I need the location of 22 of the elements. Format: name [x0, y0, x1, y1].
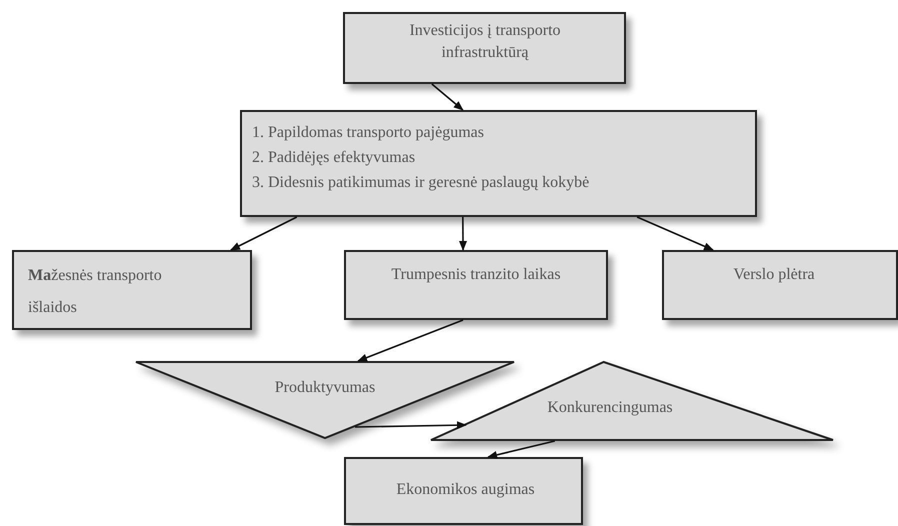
box-text: Verslo plėtra: [732, 265, 816, 285]
box-text: Ekonomikos augimas: [395, 480, 536, 500]
box-text: Produktyvumas: [274, 378, 376, 398]
arrow: [355, 421, 467, 430]
process-box: [240, 110, 757, 217]
box-text: 2. Padidėjęs efektyvumas: [252, 148, 416, 168]
arrow: [636, 216, 714, 251]
box-text: Konkurencingumas: [546, 398, 674, 418]
box-text: Mažesnės transporto išlaidos: [28, 266, 163, 318]
arrow: [230, 216, 298, 251]
arrow: [459, 217, 467, 251]
box-text: Investicijos į transporto infrastruktūrą: [408, 21, 562, 63]
box-text: 3. Didesnis patikimumas ir geresnė paslaugų kokybė: [252, 173, 590, 193]
process-box: [662, 250, 898, 320]
arrow: [357, 319, 464, 362]
box-text: Trumpesnis tranzito laikas: [390, 265, 562, 285]
process-box: [344, 457, 583, 525]
process-box: [344, 250, 608, 320]
process-box: [12, 250, 252, 330]
box-text: 1. Papildomas transporto pajėgumas: [252, 123, 485, 143]
process-box: [343, 12, 626, 84]
arrow: [431, 83, 464, 111]
